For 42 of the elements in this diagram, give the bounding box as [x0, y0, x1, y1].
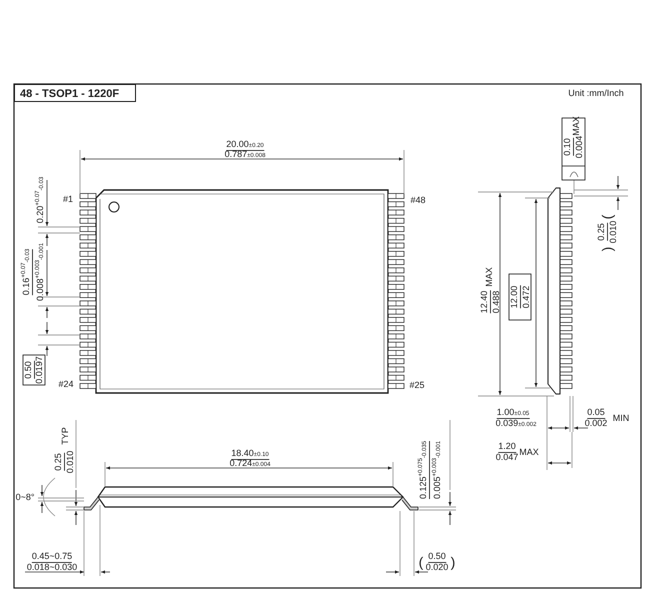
dimension-value: 0.45~0.75	[32, 551, 72, 563]
dimension-value: 12.40	[479, 290, 491, 314]
dimension-value: TYP	[60, 427, 70, 445]
dimension-value: 0.0197	[34, 356, 44, 384]
unit-note: Unit :mm/Inch	[568, 88, 624, 98]
dimension-value: 0.488	[491, 290, 501, 314]
dimension-value: 0.50	[23, 361, 35, 379]
dimension-value: MAX	[484, 267, 494, 287]
pin-number: #25	[409, 380, 425, 390]
dimension-value: 0.25	[53, 453, 65, 471]
dimension-value: 0.05	[587, 407, 605, 419]
dimension-value: 0.018~0.030	[26, 562, 78, 572]
dimension-value: (	[418, 555, 424, 569]
pin-number: #48	[410, 195, 426, 205]
dimension-value: 18.40$_{±0.10}$	[231, 448, 269, 460]
angle-value: 0~8°	[16, 492, 34, 502]
dimension-value: MIN	[612, 413, 630, 423]
dimension-value: 0.010	[608, 220, 618, 244]
dimension-value: MAX	[571, 116, 581, 136]
pin-number: #24	[58, 379, 74, 389]
drawing-title: 48 - TSOP1 - 1220F	[14, 84, 136, 102]
dimension-value: 0.472	[521, 286, 531, 308]
dimension-value: 0.020	[426, 562, 448, 572]
dimension-value: 0.787$_{±0.008}$	[224, 149, 266, 159]
dimension-value: 0.010	[65, 450, 75, 474]
pin-number: #1	[63, 194, 73, 204]
dimension-value: 0.047	[496, 452, 518, 462]
dimension-value: 0.10	[562, 138, 574, 156]
dimension-value: 1.20	[498, 441, 516, 453]
dimension-value: 0.002	[584, 418, 608, 428]
dimension-value: (	[600, 214, 614, 220]
dimension-value: 0.25	[596, 223, 608, 241]
dimension-value: 0.039$_{±0.002}$	[496, 418, 536, 428]
dimension-value: MAX	[519, 447, 539, 457]
dimension-value: 0.004	[574, 136, 584, 158]
dimension-value: )	[600, 246, 614, 252]
dimension-value: 12.00	[509, 286, 521, 308]
dimension-value: 0.724$_{±0.004}$	[230, 458, 270, 468]
dimension-value: )	[450, 555, 456, 569]
dimension-value: 0.50	[428, 551, 446, 563]
dimension-value: 20.00$_{±0.20}$	[226, 139, 264, 151]
dimension-value: 1.00$_{±0.05}$	[496, 407, 530, 419]
